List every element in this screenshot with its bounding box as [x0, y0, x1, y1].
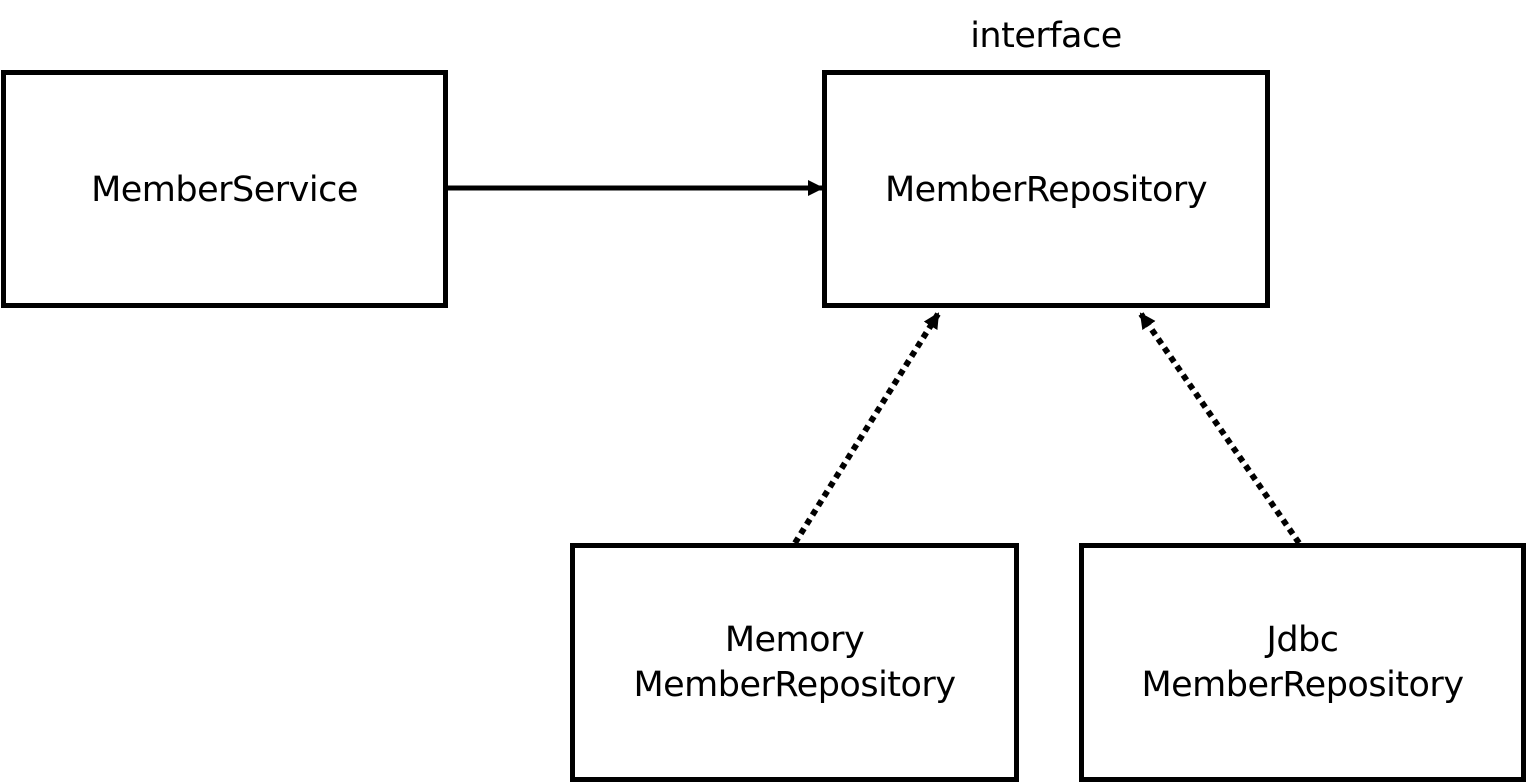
- jdbc-member-repository-box: Jdbc MemberRepository: [1079, 543, 1526, 782]
- edge-memory-to-repository: [792, 312, 941, 545]
- member-repository-box: MemberRepository: [822, 70, 1270, 308]
- member-service-label: MemberService: [91, 169, 358, 210]
- member-service-box: MemberService: [1, 70, 448, 308]
- memory-member-repository-box: Memory MemberRepository: [570, 543, 1019, 782]
- memory-repository-label-line2: MemberRepository: [633, 664, 956, 705]
- jdbc-repository-label-line2: MemberRepository: [1141, 664, 1464, 705]
- jdbc-repository-label-line1: Jdbc: [1266, 619, 1340, 660]
- interface-stereotype-label: interface: [970, 16, 1122, 56]
- member-repository-label: MemberRepository: [884, 169, 1208, 210]
- edge-jdbc-to-repository: [1138, 312, 1302, 545]
- memory-repository-label-line1: Memory: [724, 619, 865, 660]
